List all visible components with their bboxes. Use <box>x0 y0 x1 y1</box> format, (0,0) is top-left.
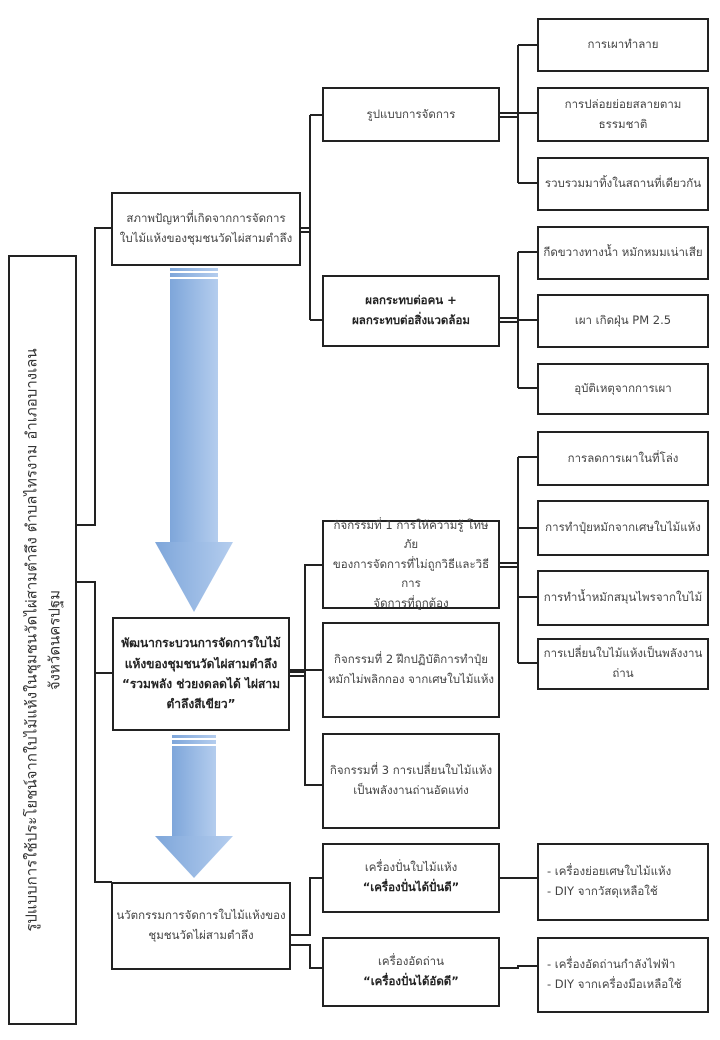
item-text: รวบรวมมาทิ้งในสถานที่เดียวกัน <box>544 176 702 191</box>
item-text: การลดการเผาในที่โล่ง <box>567 450 679 465</box>
impact-box: ผลกระทบต่อคน + ผลกระทบต่อสิ่งแวดล้อม <box>322 275 500 347</box>
detail-text: - DIY จากวัสดุเหลือใช้ <box>547 884 658 898</box>
item-text: การเปลี่ยนใบไม้แห้งเป็นพลังงาน <box>543 646 703 661</box>
down-arrow-1 <box>155 268 233 612</box>
develop-line-1: พัฒนากระบวนการจัดการใบไม้ <box>121 636 281 651</box>
activity-text: กิจกรรมที่ 2 ฝึกปฏิบัติการทำปุ๋ย <box>334 652 488 667</box>
slogan-line-1: “รวมพลัง ช่วยงดลดได้ ไผ่สาม <box>121 677 281 691</box>
detail-text: - DIY จากเครื่องมือเหลือใช้ <box>547 977 682 991</box>
item-text: การทำปุ๋ยหมักจากเศษใบไม้แห้ง <box>545 520 701 535</box>
machine-name: เครื่องอัดถ่าน <box>378 954 444 969</box>
machine-nickname: “เครื่องปั่นได้อัดดี” <box>363 974 459 988</box>
activity-text: จัดการที่ถูกต้อง <box>373 595 449 610</box>
problem-line-1: สภาพปัญหาที่เกิดจากการจัดการ <box>126 211 286 226</box>
detail-text: - เครื่องย่อยเศษใบไม้แห้ง <box>547 864 672 879</box>
impact-line-2: ผลกระทบต่อสิ่งแวดล้อม <box>352 313 470 327</box>
detail-text: - เครื่องอัดถ่านกำลังไฟฟ้า <box>547 957 676 972</box>
problem-line-2: ใบไม้แห้งของชุมชนวัดไผ่สามตำลึง <box>119 231 293 245</box>
innovation-box: นวัตกรรมการจัดการใบไม้แห้งของ ชุมชนวัดไผ… <box>111 882 291 970</box>
item-text: การทำน้ำหมักสมุนไพรจากใบไม้ <box>543 590 703 605</box>
outcome-item: การทำน้ำหมักสมุนไพรจากใบไม้ <box>537 570 709 626</box>
activity-text: กิจกรรมที่ 1 การให้ความรู้ โทษภัย <box>333 517 489 552</box>
management-item: การเผาทำลาย <box>537 18 709 72</box>
machine-name: เครื่องปั่นใบไม้แห้ง <box>364 860 458 875</box>
outcome-item: การทำปุ๋ยหมักจากเศษใบไม้แห้ง <box>537 500 709 556</box>
develop-box: พัฒนากระบวนการจัดการใบไม้ แห้งของชุมชนวั… <box>112 617 290 731</box>
machine-1-box: เครื่องปั่นใบไม้แห้ง “เครื่องปั่นได้ปั่น… <box>322 843 500 913</box>
item-text: อุบัติเหตุจากการเผา <box>574 381 672 396</box>
activity-text: ของการจัดการที่ไม่ถูกวิธีและวิธีการ <box>332 556 490 591</box>
activity-text: เป็นพลังงานถ่านอัดแท่ง <box>353 783 469 797</box>
problem-box: สภาพปัญหาที่เกิดจากการจัดการ ใบไม้แห้งขอ… <box>111 192 301 266</box>
impact-item: อุบัติเหตุจากการเผา <box>537 363 709 415</box>
machine-1-details: - เครื่องย่อยเศษใบไม้แห้ง - DIY จากวัสดุ… <box>537 843 709 921</box>
impact-line-1: ผลกระทบต่อคน + <box>365 293 457 308</box>
develop-line-2: แห้งของชุมชนวัดไผ่สามตำลึง <box>124 656 278 671</box>
innovation-line-1: นวัตกรรมการจัดการใบไม้แห้งของ <box>116 908 286 923</box>
title-line-1: รูปแบบการใช้ประโยชน์จากใบไม้แห้งในชุมชนว… <box>22 348 40 932</box>
item-text: การปล่อยย่อยสลายตามธรรมชาติ <box>564 96 682 131</box>
activity-3-box: กิจกรรมที่ 3 การเปลี่ยนใบไม้แห้ง เป็นพลั… <box>322 733 500 829</box>
item-text: ถ่าน <box>612 666 634 680</box>
diagram-title: รูปแบบการใช้ประโยชน์จากใบไม้แห้งในชุมชนว… <box>8 255 77 1025</box>
machine-2-box: เครื่องอัดถ่าน “เครื่องปั่นได้อัดดี” <box>322 937 500 1007</box>
activity-2-box: กิจกรรมที่ 2 ฝึกปฏิบัติการทำปุ๋ย หมักไม่… <box>322 622 500 718</box>
impact-item: กีดขวางทางน้ำ หมักหมมเน่าเสีย <box>537 226 709 280</box>
outcome-item: การเปลี่ยนใบไม้แห้งเป็นพลังงาน ถ่าน <box>537 638 709 690</box>
down-arrow-2 <box>155 735 233 878</box>
activity-text: หมักไม่พลิกกอง จากเศษใบไม้แห้ง <box>327 672 495 686</box>
management-label: รูปแบบการจัดการ <box>366 106 456 121</box>
item-text: การเผาทำลาย <box>587 37 659 52</box>
title-line-2: จังหวัดนครปฐม <box>44 589 63 691</box>
management-item: การปล่อยย่อยสลายตามธรรมชาติ <box>537 87 709 142</box>
innovation-line-2: ชุมชนวัดไผ่สามตำลึง <box>148 928 254 942</box>
outcome-item: การลดการเผาในที่โล่ง <box>537 431 709 486</box>
activity-1-box: กิจกรรมที่ 1 การให้ความรู้ โทษภัย ของการ… <box>322 518 500 610</box>
activity-text: กิจกรรมที่ 3 การเปลี่ยนใบไม้แห้ง <box>329 763 493 778</box>
management-box: รูปแบบการจัดการ <box>322 87 500 142</box>
slogan-line-2: ตำลึงสีเขียว” <box>166 697 236 712</box>
item-text: เผา เกิดฝุ่น PM 2.5 <box>574 313 672 328</box>
impact-item: เผา เกิดฝุ่น PM 2.5 <box>537 294 709 348</box>
item-text: กีดขวางทางน้ำ หมักหมมเน่าเสีย <box>543 245 703 260</box>
machine-nickname: “เครื่องปั่นได้ปั่นดี” <box>362 880 460 894</box>
machine-2-details: - เครื่องอัดถ่านกำลังไฟฟ้า - DIY จากเครื… <box>537 937 709 1013</box>
management-item: รวบรวมมาทิ้งในสถานที่เดียวกัน <box>537 157 709 211</box>
